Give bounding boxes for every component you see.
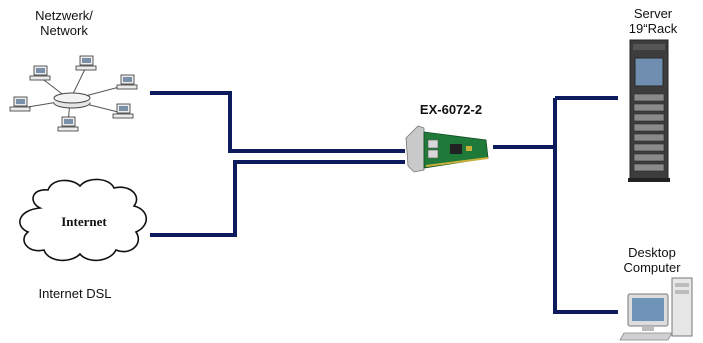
server-rack-icon — [628, 39, 670, 182]
network-link — [150, 91, 405, 153]
desktop-computer-icon — [619, 277, 693, 341]
desktop-label: Desktop Computer — [612, 245, 692, 275]
lan-network-icon — [9, 55, 138, 132]
internet-link — [150, 160, 405, 237]
desktop-label-line2: Computer — [623, 260, 681, 275]
server-label-line2: 19“Rack — [628, 21, 678, 36]
network-label: Netzwerk/ Network — [24, 8, 104, 38]
server-label-line1: Server — [633, 6, 673, 21]
network-label-line1: Netzwerk/ — [35, 8, 93, 23]
network-card-icon — [405, 125, 489, 173]
server-label: Server 19“Rack — [620, 6, 686, 36]
internet-dsl-label: Internet DSL — [38, 286, 112, 301]
desktop-link — [553, 147, 618, 314]
internet-cloud-text: Internet — [61, 214, 107, 229]
internet-cloud-icon: Internet — [19, 178, 148, 262]
card-label: EX-6072-2 — [419, 102, 483, 117]
desktop-label-line1: Desktop — [628, 245, 676, 260]
connection-lines — [150, 91, 618, 314]
network-label-line2: Network — [40, 23, 88, 38]
